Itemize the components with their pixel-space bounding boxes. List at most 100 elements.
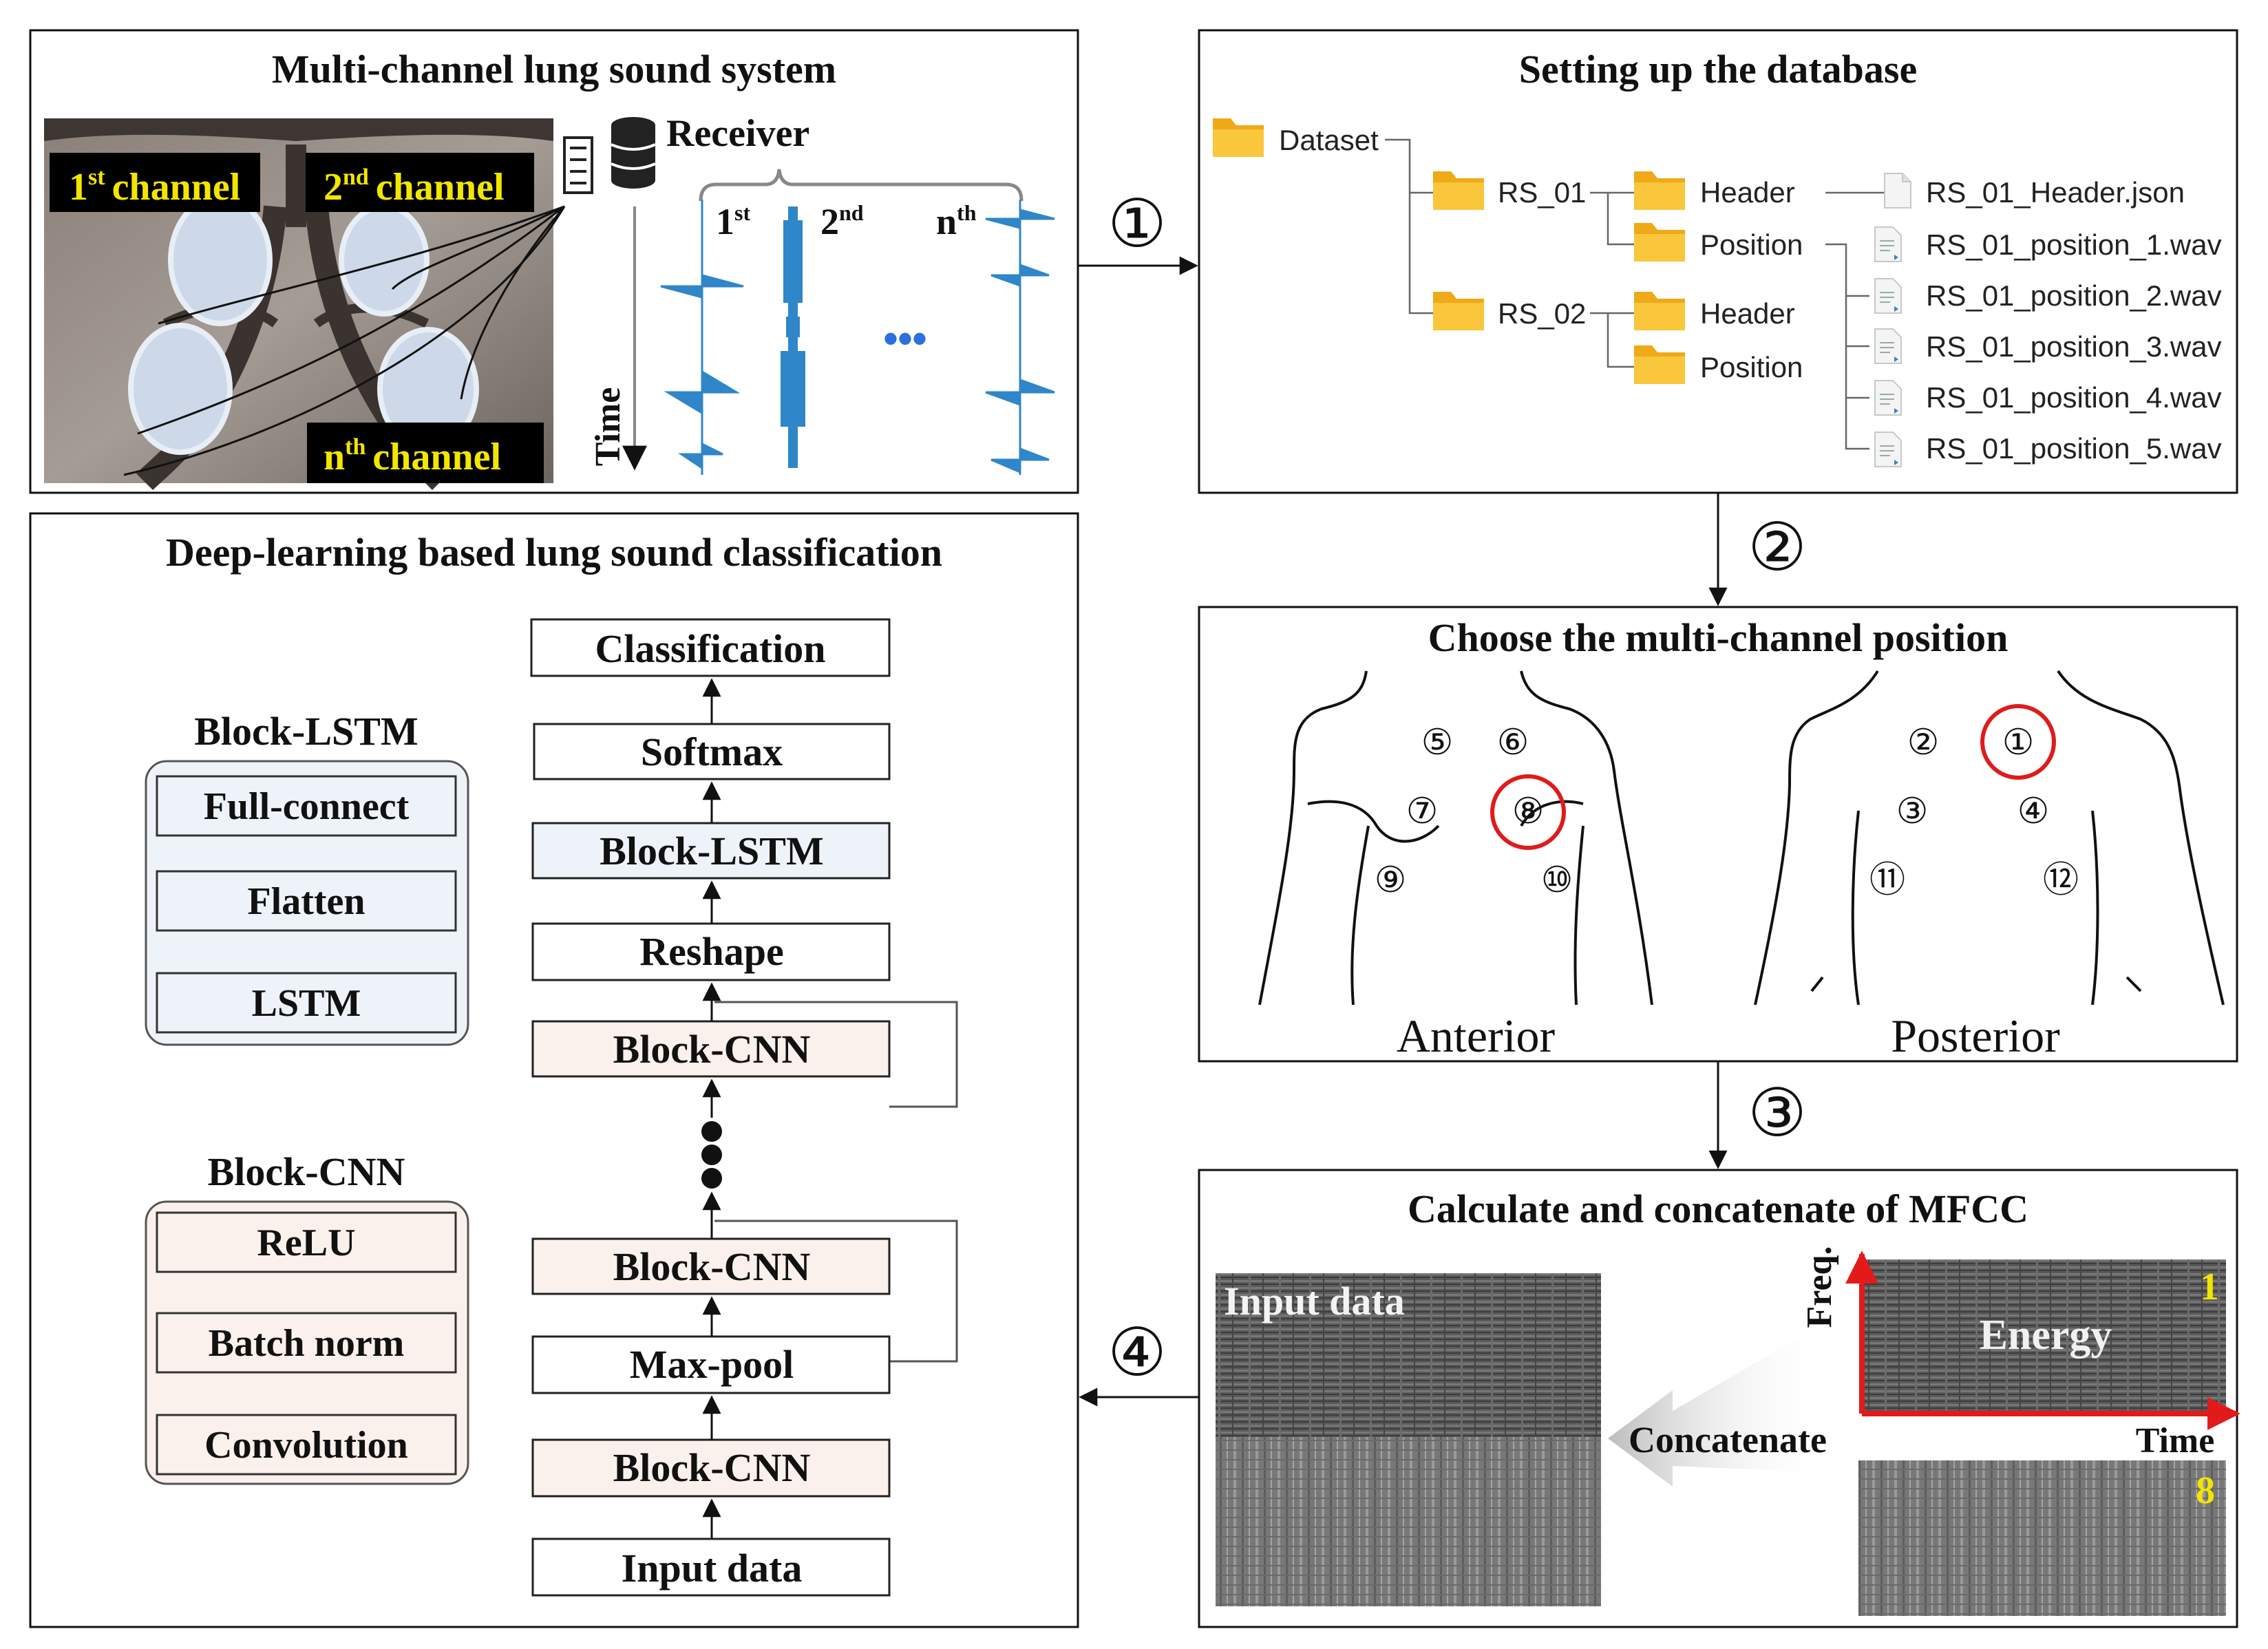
svg-text:Convolution: Convolution: [204, 1424, 408, 1467]
pipeline-box-block-cnn-mid: Block-CNN: [531, 1237, 891, 1295]
tree-rs02-position[interactable]: Position: [1700, 351, 1803, 383]
mfcc-bottom-image: 8: [1858, 1460, 2226, 1616]
tree-header-file[interactable]: RS_01_Header.json: [1926, 176, 2185, 209]
posterior-point-3[interactable]: ③: [1896, 791, 1929, 832]
time-label: Time: [589, 387, 628, 467]
anterior-point-5[interactable]: ⑤: [1421, 722, 1454, 763]
concatenate-label: Concatenate: [1629, 1419, 1827, 1460]
tree-position-file-1[interactable]: RS_01_position_1.wav: [1926, 228, 2222, 261]
anterior-point-9[interactable]: ⑨: [1375, 860, 1407, 901]
sensor-pad: [339, 204, 430, 317]
tree-rs02-header[interactable]: Header: [1700, 297, 1795, 330]
tree-position-file-5[interactable]: RS_01_position_5.wav: [1926, 432, 2222, 465]
posterior-point-1[interactable]: ①: [2002, 722, 2035, 763]
block-lstm-layer: LSTM: [156, 972, 457, 1034]
freq-label: Freq.: [1800, 1246, 1839, 1328]
sensor-pad: [128, 323, 233, 455]
pipeline-box-classification: Classification: [530, 618, 891, 677]
block-cnn-layer: ReLU: [156, 1211, 457, 1273]
signal-ellipsis: •••: [883, 315, 926, 361]
anterior-points: ⑤ ⑥ ⑦ ⑧ ⑨ ⑩: [1375, 722, 1573, 901]
svg-text:Classification: Classification: [595, 626, 825, 671]
system-panel: Multi-channel lung sound system: [29, 29, 1079, 494]
posterior-torso: [1754, 670, 2225, 1006]
mfcc-index-top: 1: [2200, 1266, 2219, 1308]
signal-label-2: 2nd: [820, 200, 864, 242]
tree-position-file-3[interactable]: RS_01_position_3.wav: [1926, 330, 2222, 363]
classification-panel: Deep-learning based lung sound classific…: [29, 512, 1079, 1628]
waveform-channel-n: [985, 200, 1055, 475]
block-lstm-layer: Full-connect: [156, 775, 457, 837]
receiver-icon: [563, 117, 656, 194]
step-2: ②: [1748, 509, 1807, 586]
svg-text:Softmax: Softmax: [641, 730, 783, 774]
mfcc-input-image: Input data: [1216, 1273, 1601, 1606]
signal-label-n: nth: [936, 200, 977, 242]
step-1: ①: [1107, 185, 1167, 262]
system-title: Multi-channel lung sound system: [272, 47, 836, 92]
svg-text:Full-connect: Full-connect: [204, 785, 410, 828]
anterior-point-8[interactable]: ⑧: [1512, 791, 1545, 832]
pipeline-box-block-cnn-top: Block-CNN: [531, 1020, 891, 1078]
block-cnn-title: Block-CNN: [208, 1149, 405, 1194]
position-panel: Choose the multi-channel position ⑤ ⑥ ⑦ …: [1198, 606, 2238, 1063]
posterior-point-2[interactable]: ②: [1907, 722, 1940, 763]
svg-text:Block-CNN: Block-CNN: [613, 1445, 811, 1490]
posterior-point-11[interactable]: ⑪: [1869, 860, 1905, 901]
concatenate-arrow: [1608, 1335, 1831, 1487]
tree-position-file-4[interactable]: RS_01_position_4.wav: [1926, 381, 2222, 414]
anterior-label: Anterior: [1397, 1010, 1556, 1062]
anterior-point-10[interactable]: ⑩: [1541, 860, 1573, 901]
tree-rs01-position[interactable]: Position: [1700, 228, 1803, 261]
pipeline-box-block-cnn-bottom: Block-CNN: [531, 1438, 891, 1498]
sensor-pad: [168, 194, 273, 326]
posterior-label: Posterior: [1891, 1010, 2060, 1062]
position-title: Choose the multi-channel position: [1428, 615, 2009, 660]
tree-lines: [1385, 138, 1885, 450]
step-connectors: [1078, 256, 1728, 1407]
pipeline-box-softmax: Softmax: [533, 723, 891, 780]
block-cnn-layer: Convolution: [156, 1414, 457, 1476]
tree-root[interactable]: Dataset: [1279, 124, 1379, 156]
svg-text:Block-CNN: Block-CNN: [613, 1027, 811, 1072]
mfcc-energy-image: Energy 1: [1864, 1259, 2226, 1412]
tree-folder-rs02[interactable]: RS_02: [1498, 297, 1586, 330]
anterior-point-7[interactable]: ⑦: [1406, 791, 1439, 832]
svg-text:Input data: Input data: [622, 1546, 803, 1591]
pipeline-box-max-pool: Max-pool: [531, 1335, 891, 1394]
block-lstm-layer: Flatten: [156, 870, 457, 932]
tree-rs01-header[interactable]: Header: [1700, 176, 1795, 209]
signal-label-1: 1st: [716, 200, 750, 242]
receiver-brace: [699, 169, 1024, 202]
svg-text:Block-CNN: Block-CNN: [613, 1244, 811, 1289]
mfcc-title: Calculate and concatenate of MFCC: [1408, 1187, 2028, 1231]
posterior-point-12[interactable]: ⑫: [2043, 860, 2079, 901]
block-lstm-title: Block-LSTM: [194, 709, 418, 754]
selected-ring-anterior: [1490, 774, 1566, 850]
selected-ring-posterior: [1980, 704, 2056, 780]
svg-text:Flatten: Flatten: [247, 880, 365, 923]
mfcc-index-bottom: 8: [2196, 1469, 2215, 1512]
receiver-label: Receiver: [666, 112, 809, 155]
mfcc-input-label: Input data: [1224, 1279, 1405, 1323]
pipeline-box-reshape: Reshape: [531, 922, 891, 981]
anterior-torso: [1258, 670, 1653, 1006]
step-3: ③: [1748, 1074, 1807, 1151]
anterior-point-6[interactable]: ⑥: [1497, 722, 1529, 763]
tree-folder-rs01[interactable]: RS_01: [1498, 176, 1586, 209]
posterior-point-4[interactable]: ④: [2017, 791, 2050, 832]
svg-text:Block-LSTM: Block-LSTM: [600, 829, 824, 873]
pipeline-continuation-dots: [701, 1121, 722, 1189]
database-panel: Setting up the database Dataset RS_01 RS…: [1198, 29, 2238, 494]
skip-connections: [714, 1001, 958, 1363]
waveform-channel-1: [660, 200, 744, 475]
waveform-channel-2: [781, 206, 805, 468]
classification-title: Deep-learning based lung sound classific…: [166, 530, 942, 575]
pipeline-box-input-data: Input data: [531, 1538, 891, 1597]
pipeline-box-block-lstm: Block-LSTM: [531, 822, 891, 880]
tree-position-file-2[interactable]: RS_01_position_2.wav: [1926, 279, 2222, 312]
